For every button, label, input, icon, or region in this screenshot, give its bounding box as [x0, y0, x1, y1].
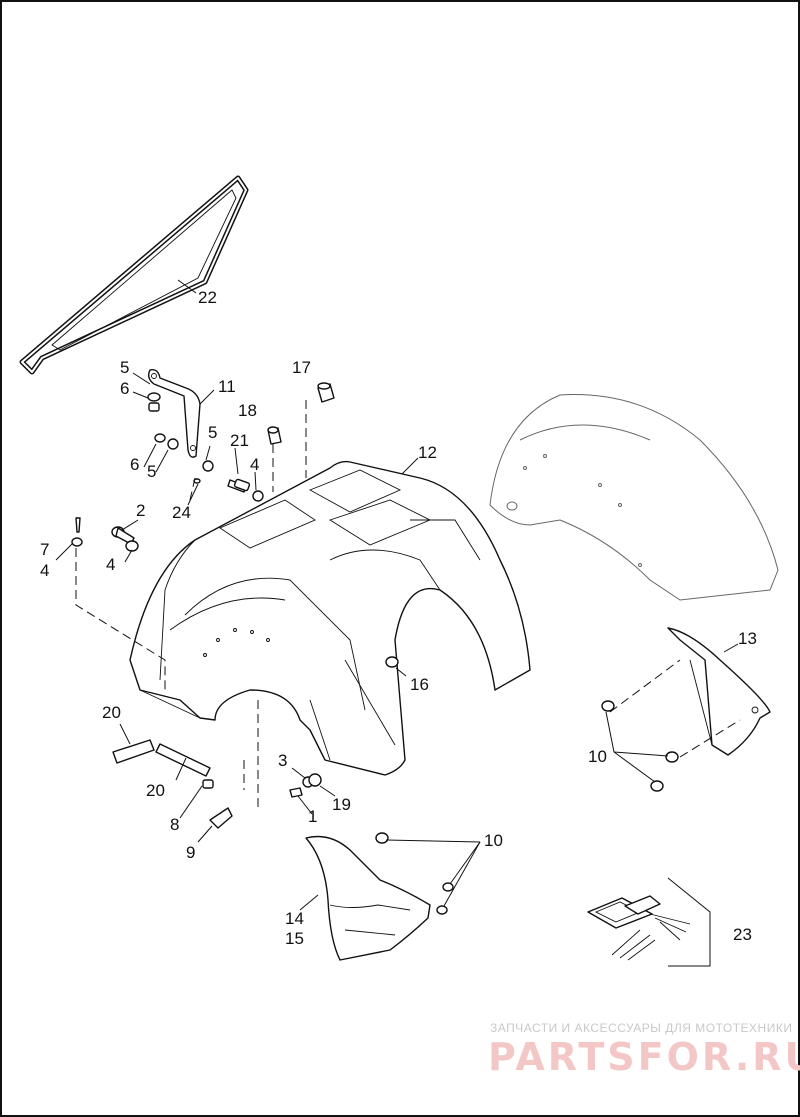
callout-24: 24 — [172, 503, 191, 522]
hardware-lower — [289, 656, 399, 798]
rear-fender-outline — [489, 394, 779, 601]
watermark: ЗАПЧАСТИ И АКСЕССУАРЫ ДЛЯ МОТОТЕХНИКИ PA… — [488, 1021, 800, 1079]
callout-22: 22 — [198, 288, 217, 307]
leader-lines — [55, 279, 739, 911]
callout-6: 6 — [130, 455, 139, 474]
callout-9: 9 — [186, 843, 195, 862]
watermark-tagline: ЗАПЧАСТИ И АКСЕССУАРЫ ДЛЯ МОТОТЕХНИКИ — [490, 1021, 792, 1035]
part-22-seal — [19, 175, 249, 375]
callout-15: 15 — [285, 929, 304, 948]
callout-18: 18 — [238, 401, 257, 420]
hardware-left — [71, 517, 139, 552]
hardware-upper — [193, 382, 335, 502]
callout-21: 21 — [230, 431, 249, 450]
part-11-bracket — [147, 368, 201, 458]
callout-10: 10 — [484, 831, 503, 850]
callout-14: 14 — [285, 909, 304, 928]
assembly-lines — [75, 400, 741, 810]
callout-labels: 22 5 6 11 17 18 5 21 6 5 4 12 24 2 7 4 4… — [40, 288, 757, 948]
callout-16: 16 — [410, 675, 429, 694]
part-12-fender-body — [129, 460, 531, 776]
callout-12: 12 — [418, 443, 437, 462]
callout-20: 20 — [146, 781, 165, 800]
callout-11: 11 — [218, 377, 236, 396]
callout-17: 17 — [292, 358, 311, 377]
callout-20: 20 — [102, 703, 121, 722]
callout-3: 3 — [278, 751, 287, 770]
callout-5: 5 — [147, 462, 156, 481]
callout-4: 4 — [250, 455, 259, 474]
part-20-strips — [112, 739, 211, 777]
callout-19: 19 — [332, 795, 351, 814]
callout-23: 23 — [733, 925, 752, 944]
part-23-tool-kit — [587, 877, 711, 967]
part-13-trim — [667, 627, 771, 756]
watermark-logo: PARTSFOR.RU — [488, 1035, 800, 1079]
callout-4: 4 — [106, 555, 115, 574]
part-8-clip — [202, 779, 214, 789]
callout-6: 6 — [120, 379, 129, 398]
callout-4: 4 — [40, 561, 49, 580]
callout-13: 13 — [738, 629, 757, 648]
callout-10: 10 — [588, 747, 607, 766]
callout-8: 8 — [170, 815, 179, 834]
callout-1: 1 — [308, 807, 317, 826]
part-10-clips-right — [601, 700, 679, 792]
callout-7: 7 — [40, 540, 49, 559]
callout-5: 5 — [208, 423, 217, 442]
part-10-clips-lower — [375, 832, 454, 915]
callout-2: 2 — [136, 501, 145, 520]
callout-5: 5 — [120, 358, 129, 377]
part-14-15-side-cover — [305, 835, 431, 961]
part-9-bracket — [209, 807, 233, 829]
